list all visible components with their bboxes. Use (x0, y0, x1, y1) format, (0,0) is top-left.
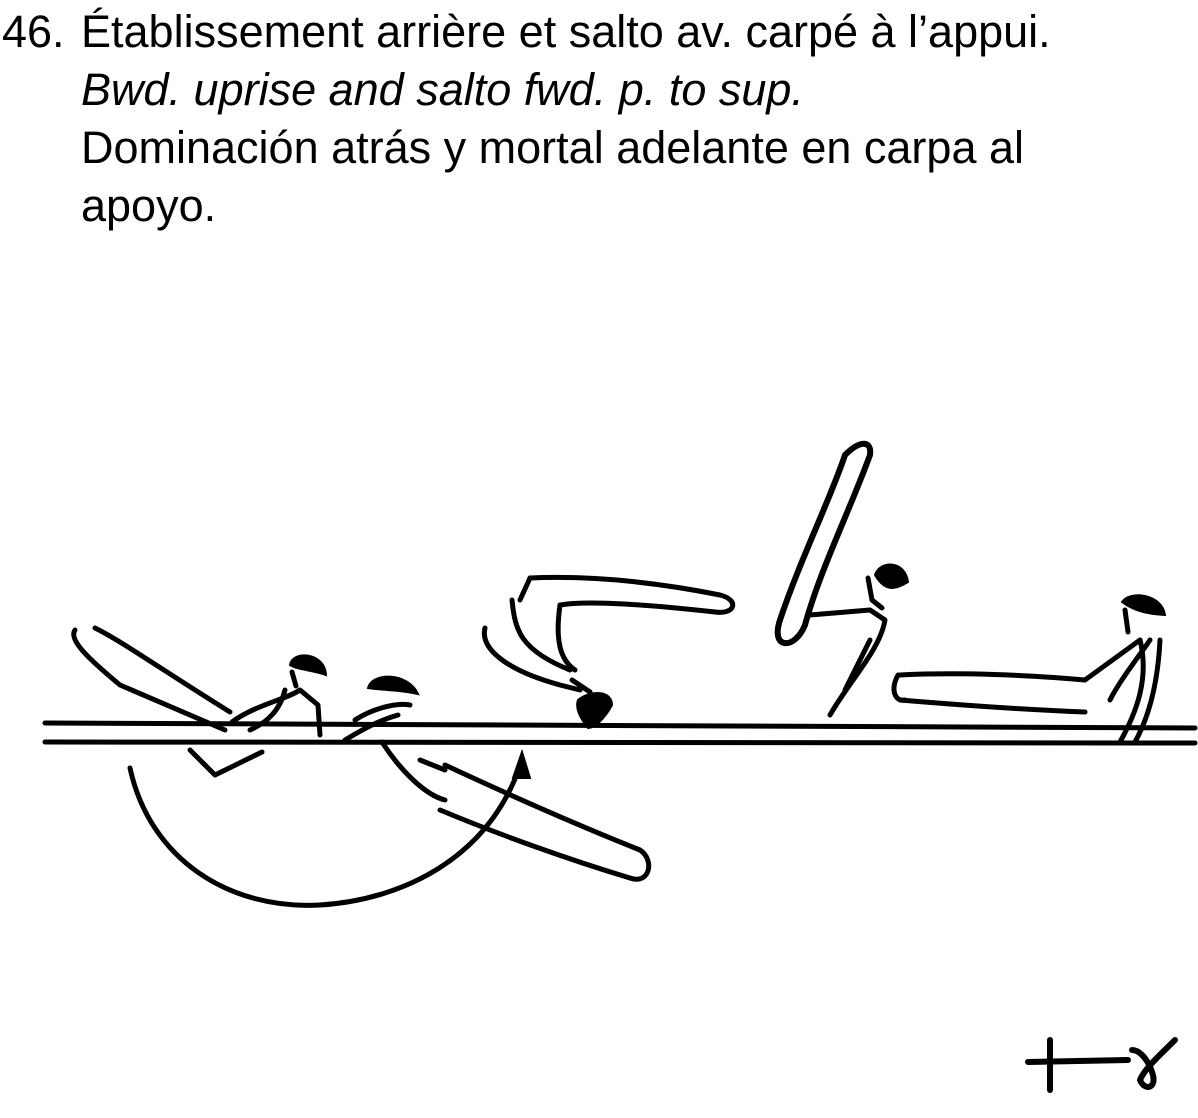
gymnast-figure-5 (894, 595, 1165, 742)
notation-mark-icon (1028, 1040, 1175, 1090)
gymnast-figure-4 (778, 444, 908, 715)
gymnast-figure-1 (74, 628, 326, 775)
gymnast-figure-3 (484, 577, 732, 728)
